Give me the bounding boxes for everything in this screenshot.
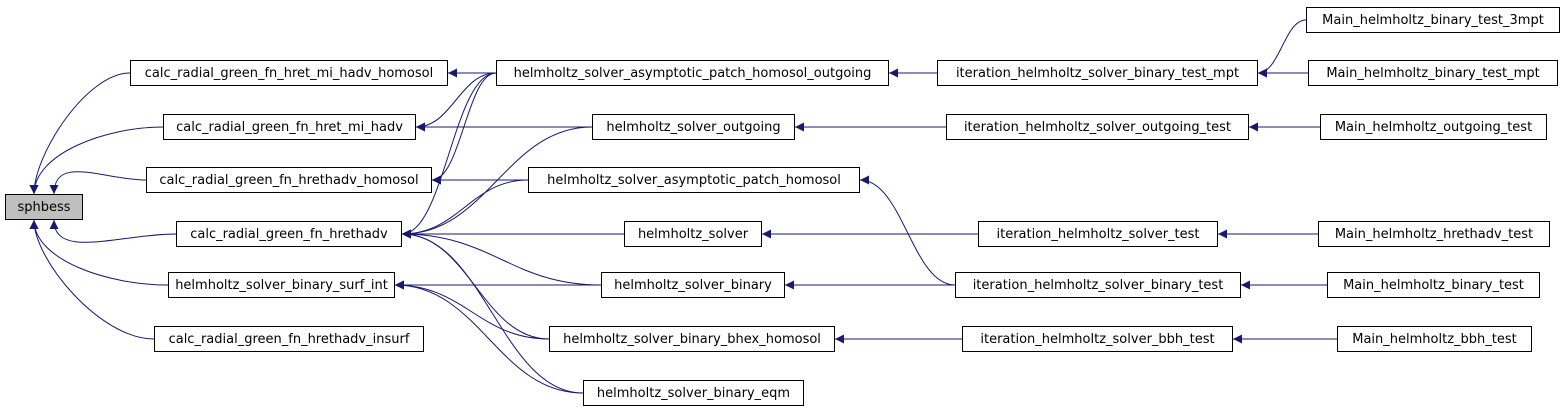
edge-surf_int-to-sphbess	[29, 219, 169, 286]
edge-it_binary-to-asym_homosol	[859, 175, 956, 286]
edge-hrethadv-to-sphbess	[49, 219, 177, 243]
edge-asym_outgoing-to-hrethadv	[401, 72, 497, 239]
node-iteration-helmholtz-solver-binary-test-mpt[interactable]: iteration_helmholtz_solver_binary_test_m…	[937, 60, 1258, 86]
node-iteration-helmholtz-solver-bbh-test[interactable]: iteration_helmholtz_solver_bbh_test	[962, 326, 1233, 352]
edge-insurf-to-sphbess	[29, 219, 155, 340]
edge-hrethadv_homosol-to-sphbess	[49, 171, 147, 195]
node-calc-radial-green-fn-hrethadv-insurf[interactable]: calc_radial_green_fn_hrethadv_insurf	[154, 326, 424, 352]
node-helmholtz-solver-binary-bhex-homosol[interactable]: helmholtz_solver_binary_bhex_homosol	[549, 326, 835, 352]
node-main-helmholtz-binary-test[interactable]: Main_helmholtz_binary_test	[1327, 272, 1540, 298]
node-helmholtz-solver-asymptotic-patch-homosol[interactable]: helmholtz_solver_asymptotic_patch_homoso…	[528, 167, 860, 193]
node-iteration-helmholtz-solver-outgoing-test[interactable]: iteration_helmholtz_solver_outgoing_test	[946, 114, 1249, 140]
node-helmholtz-solver-binary-surf-int[interactable]: helmholtz_solver_binary_surf_int	[168, 272, 395, 298]
node-iteration-helmholtz-solver-binary-test[interactable]: iteration_helmholtz_solver_binary_test	[955, 272, 1241, 298]
edge-hret-to-sphbess	[29, 126, 164, 195]
node-main-helmholtz-binary-test-3mpt[interactable]: Main_helmholtz_binary_test_3mpt	[1306, 7, 1560, 33]
edge-asym_outgoing-to-hret	[415, 72, 497, 132]
node-sphbess: sphbess	[5, 194, 83, 220]
node-iteration-helmholtz-solver-test[interactable]: iteration_helmholtz_solver_test	[978, 221, 1218, 247]
node-calc-radial-green-fn-hret-mi-hadv[interactable]: calc_radial_green_fn_hret_mi_hadv	[163, 114, 416, 140]
edge-eqm-to-surf_int	[394, 280, 584, 394]
node-calc-radial-green-fn-hrethadv[interactable]: calc_radial_green_fn_hrethadv	[176, 221, 402, 247]
node-helmholtz-solver-binary-eqm[interactable]: helmholtz_solver_binary_eqm	[583, 380, 804, 406]
node-calc-radial-green-fn-hret-mi-hadv-homosol[interactable]: calc_radial_green_fn_hret_mi_hadv_homoso…	[130, 60, 448, 86]
edge-asym_homosol-to-hrethadv	[401, 179, 529, 239]
node-helmholtz-solver-asymptotic-patch-homosol-outgoing[interactable]: helmholtz_solver_asymptotic_patch_homoso…	[496, 60, 889, 86]
node-helmholtz-solver-outgoing[interactable]: helmholtz_solver_outgoing	[592, 114, 795, 140]
edge-eqm-to-hrethadv	[401, 229, 584, 394]
node-calc-radial-green-fn-hrethadv-homosol[interactable]: calc_radial_green_fn_hrethadv_homosol	[146, 167, 432, 193]
edge-binary-to-hrethadv	[401, 229, 602, 286]
node-main-helmholtz-binary-test-mpt[interactable]: Main_helmholtz_binary_test_mpt	[1308, 60, 1558, 86]
edge-bhex-to-surf_int	[394, 280, 550, 340]
node-main-helmholtz-bbh-test[interactable]: Main_helmholtz_bbh_test	[1337, 326, 1532, 352]
edge-hret_homosol-to-sphbess	[29, 72, 131, 195]
edge-m_3mpt-to-it_mpt	[1257, 19, 1307, 78]
node-main-helmholtz-outgoing-test[interactable]: Main_helmholtz_outgoing_test	[1320, 114, 1547, 140]
node-helmholtz-solver-binary[interactable]: helmholtz_solver_binary	[601, 272, 785, 298]
node-main-helmholtz-hrethadv-test[interactable]: Main_helmholtz_hrethadv_test	[1318, 221, 1550, 247]
node-helmholtz-solver[interactable]: helmholtz_solver	[624, 221, 762, 247]
